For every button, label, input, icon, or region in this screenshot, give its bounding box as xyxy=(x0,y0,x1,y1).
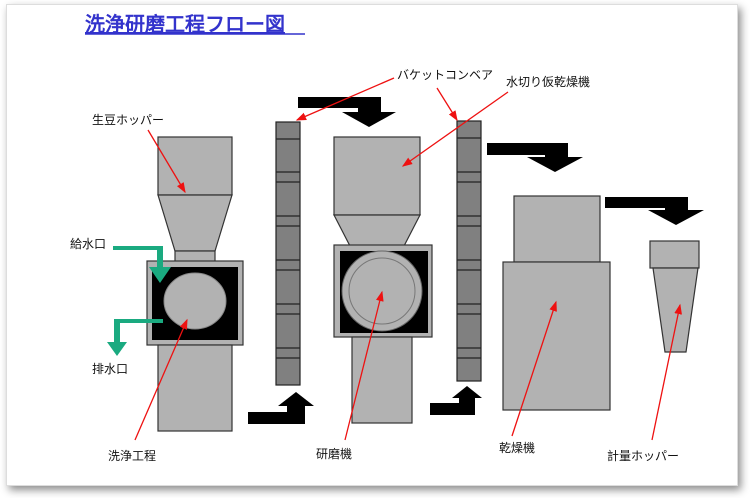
flow-arrow-3 xyxy=(605,197,704,225)
label-water-inlet: 給水口 xyxy=(70,237,106,251)
label-raw-bean-hopper: 生豆ホッパー xyxy=(92,113,164,127)
pointer-dryer xyxy=(511,300,557,437)
pointer-conveyor-2 xyxy=(436,87,458,122)
pointer-predryer xyxy=(401,91,509,167)
flow-arrow-up-2 xyxy=(430,386,482,415)
label-washing-process: 洗浄工程 xyxy=(108,448,156,463)
label-dryer: 乾燥機 xyxy=(499,440,535,455)
flow-arrow-up-1 xyxy=(248,392,314,424)
pointer-weighing-hopper xyxy=(651,303,682,441)
polisher-machine xyxy=(333,136,433,424)
page-title: 洗浄研磨工程フロー図 xyxy=(85,12,285,36)
bucket-conveyor-2 xyxy=(456,120,482,382)
label-polisher: 研磨機 xyxy=(316,446,352,461)
water-outlet-arrow xyxy=(107,319,163,356)
flow-arrow-1 xyxy=(298,97,396,127)
label-water-outlet: 排水口 xyxy=(92,362,128,376)
bucket-conveyor-1 xyxy=(275,121,301,386)
pointer-polisher xyxy=(344,290,384,441)
pointer-washing xyxy=(134,318,188,441)
hopper-funnel xyxy=(157,194,233,252)
flow-arrow-2 xyxy=(487,143,583,172)
pointer-conveyor-1 xyxy=(295,77,395,121)
label-bucket-conveyor: バケットコンベア xyxy=(397,68,493,82)
dewatering-predryer xyxy=(333,136,421,216)
label-dewatering-predryer: 水切り仮乾燥機 xyxy=(506,74,590,89)
weighing-hopper xyxy=(649,240,700,353)
pointer-raw-bean-hopper xyxy=(147,129,186,194)
water-inlet-arrow xyxy=(113,246,171,283)
washer-machine xyxy=(146,136,244,432)
label-weighing-hopper: 計量ホッパー xyxy=(607,448,679,463)
raw-bean-hopper xyxy=(157,136,233,196)
dryer-machine xyxy=(502,195,611,411)
